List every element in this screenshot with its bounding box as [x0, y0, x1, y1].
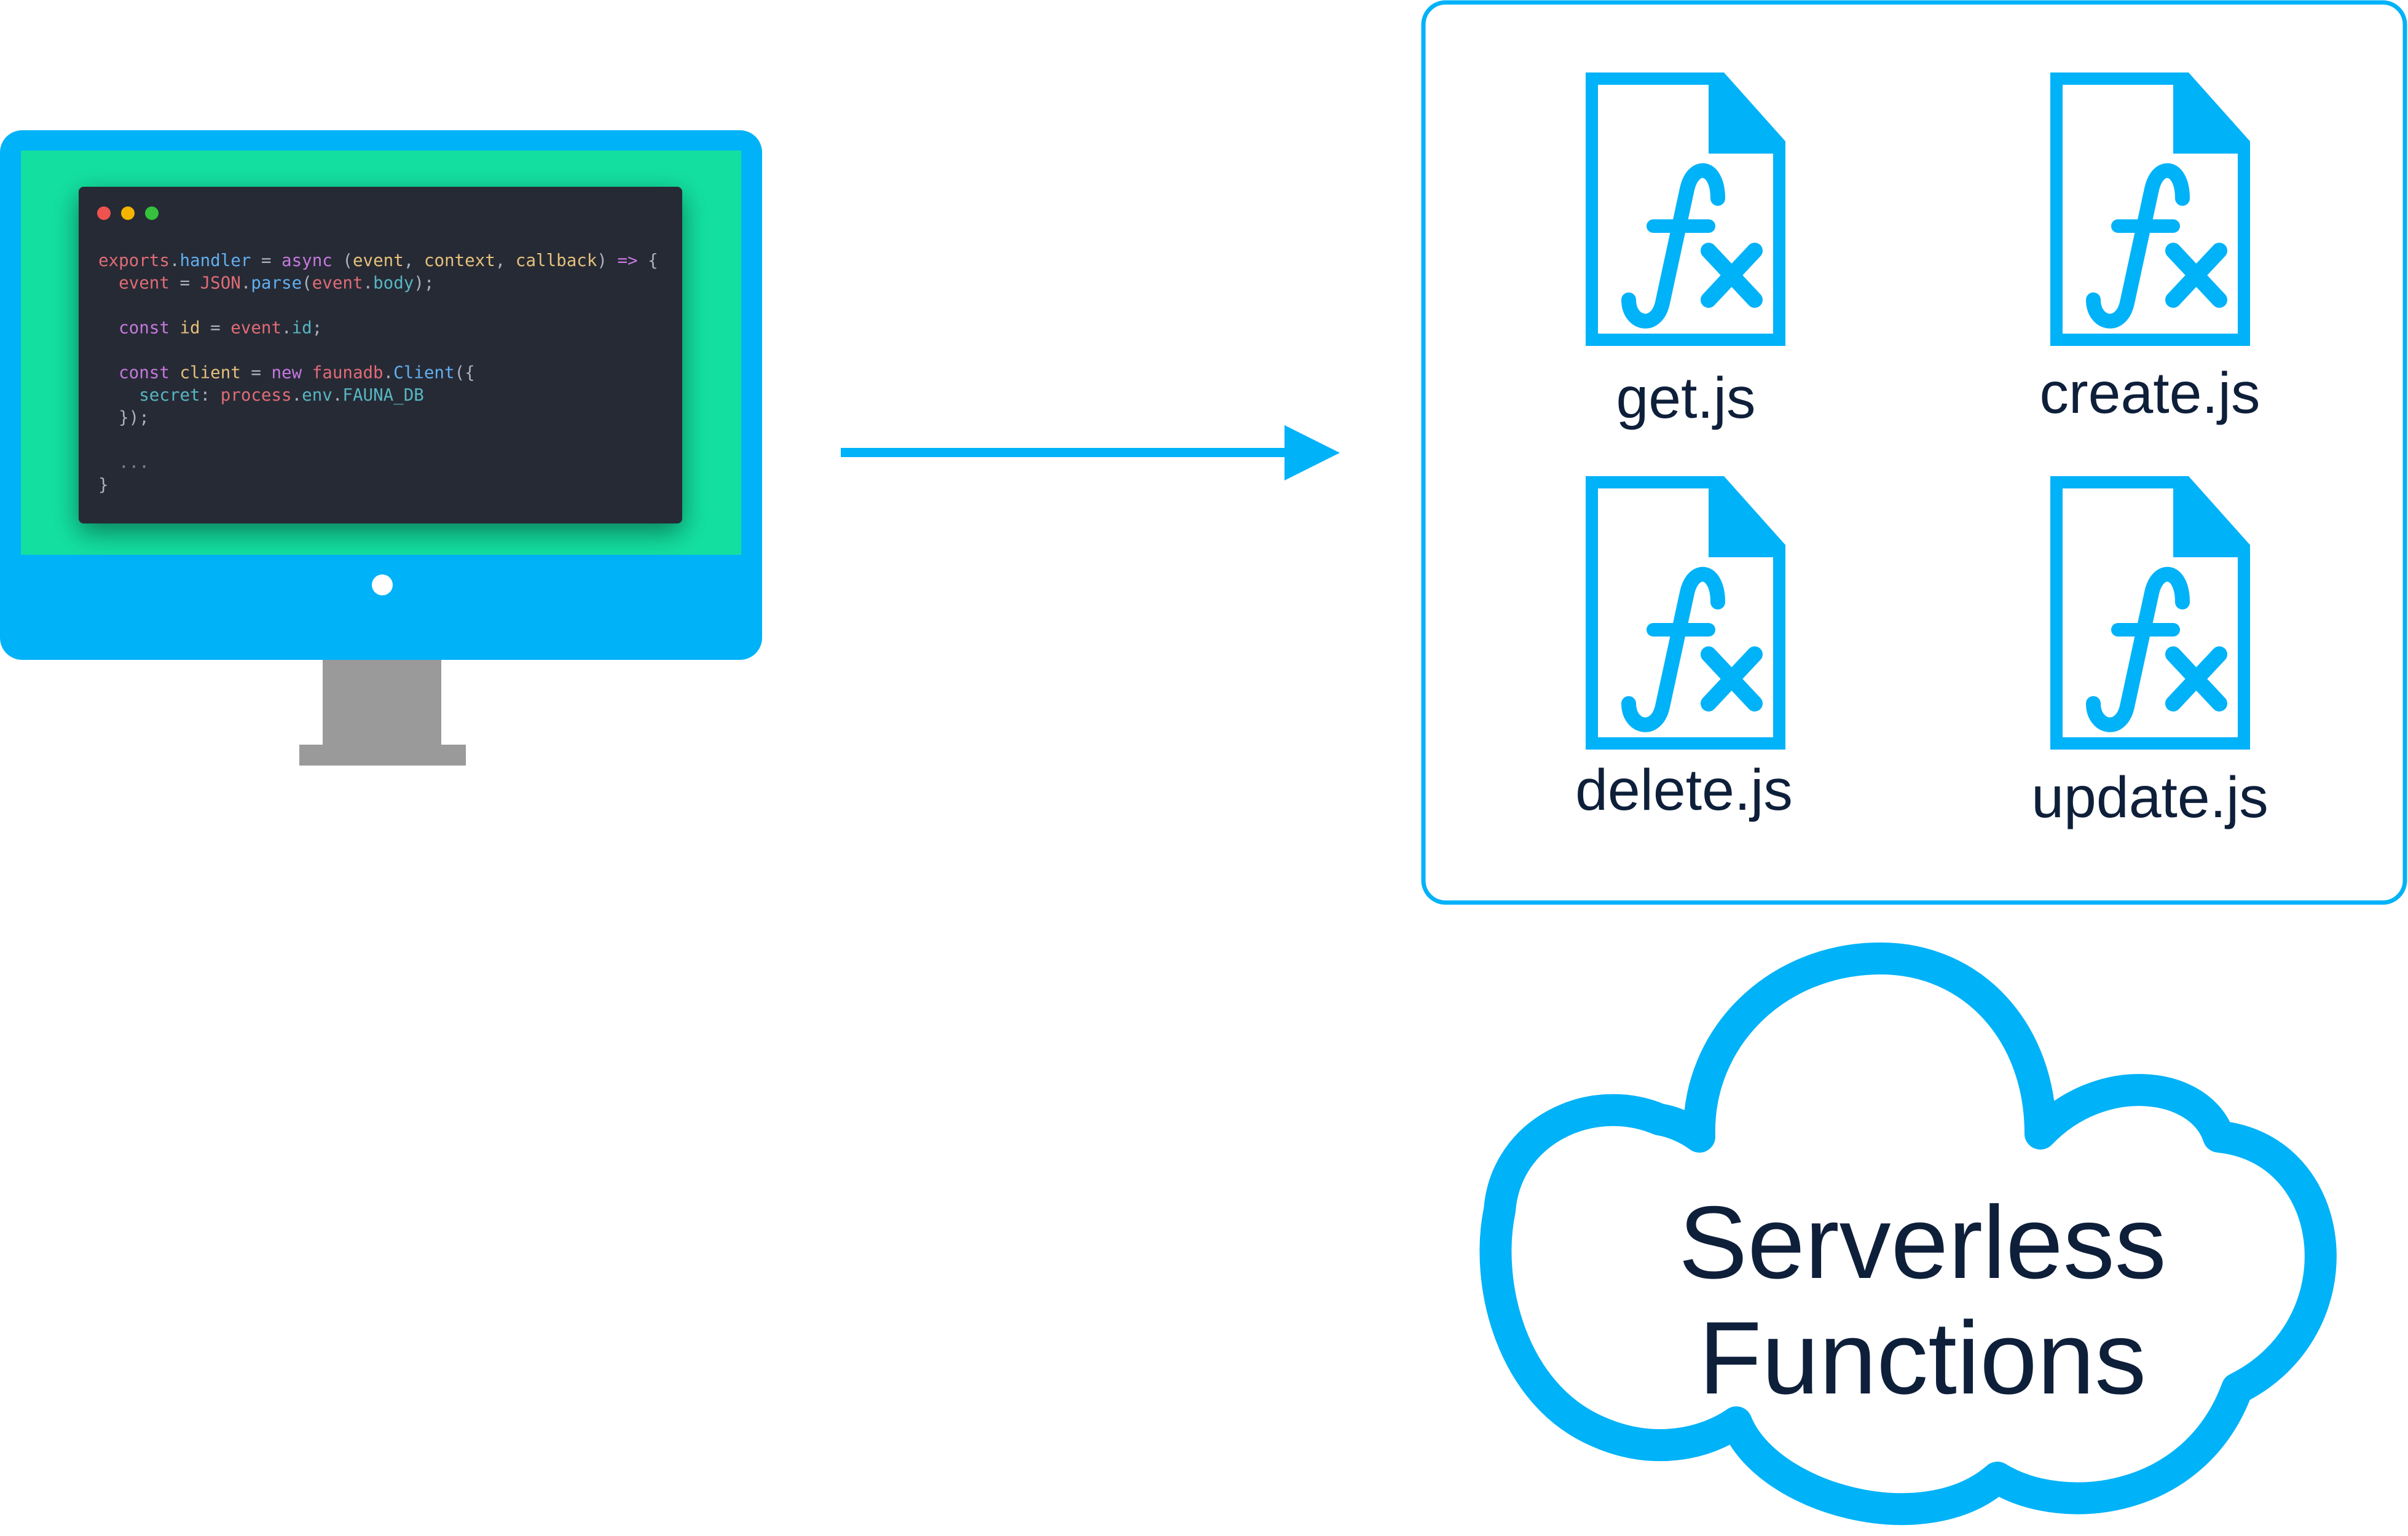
- function-file-2: [2050, 72, 2250, 346]
- code-editor-background: [79, 187, 682, 523]
- code-token: =>: [618, 251, 638, 270]
- code-token: =: [170, 273, 200, 293]
- code-token: id: [170, 318, 200, 338]
- code-token: .: [332, 385, 343, 405]
- code-token: .: [281, 318, 292, 338]
- function-fx-icon: [2086, 163, 2227, 329]
- monitor-illustration: exports.handler = async (event, context,…: [0, 130, 762, 766]
- code-token: event: [312, 273, 363, 293]
- code-token: =: [200, 318, 231, 338]
- code-token: .: [241, 273, 251, 293]
- file-label: update.js: [2031, 765, 2268, 830]
- code-editor-window: [79, 187, 682, 523]
- code-token: client: [170, 363, 241, 383]
- code-token: Client: [393, 363, 454, 383]
- editor-dot-yellow: [121, 206, 135, 220]
- code-token: .: [363, 273, 374, 293]
- code-token: exports: [98, 251, 170, 270]
- cloud-title-line1: Serverless: [1678, 1185, 2166, 1300]
- editor-dot-green: [145, 206, 159, 220]
- flow-arrow: [841, 425, 1340, 480]
- functions-container: [1421, 0, 2407, 905]
- code-token: JSON: [200, 273, 241, 293]
- function-fx-icon: [2086, 566, 2227, 732]
- code-token: parse: [251, 273, 302, 293]
- file-label: delete.js: [1575, 758, 1793, 823]
- code-token: ): [597, 251, 617, 270]
- code-token: );: [414, 273, 434, 293]
- cloud-shape: Serverless Functions: [1479, 942, 2337, 1526]
- code-token: ,: [495, 251, 516, 270]
- code-token: event: [98, 273, 170, 293]
- code-token: event: [353, 251, 404, 270]
- function-files: get.js create.js delete.js update.js: [1575, 72, 2268, 830]
- code-token: :: [200, 385, 221, 405]
- code-token: const: [98, 363, 170, 383]
- code-token: .: [292, 385, 302, 405]
- code-token: {: [638, 251, 658, 270]
- code-token: (: [302, 273, 312, 293]
- code-token: process: [221, 385, 292, 405]
- monitor-power-button: [372, 574, 393, 595]
- arrow-shaft: [841, 448, 1289, 457]
- file-label: create.js: [2039, 361, 2260, 426]
- code-token: .: [170, 251, 180, 270]
- code-token: id: [292, 318, 312, 338]
- function-file-1: [1586, 72, 1785, 346]
- function-file-3: [1586, 476, 1785, 750]
- code-token: =: [251, 251, 281, 270]
- code-token: env: [302, 385, 332, 405]
- code-token: new: [271, 363, 302, 383]
- code-token: handler: [179, 251, 251, 270]
- arrow-head: [1285, 425, 1340, 480]
- code-token: .: [384, 363, 394, 383]
- code-token: });: [98, 408, 149, 428]
- code-token: callback: [516, 251, 597, 270]
- cloud-title-line2: Functions: [1699, 1300, 2146, 1416]
- monitor-stand: [299, 657, 466, 766]
- cloud-outline: [1479, 942, 2337, 1526]
- code-snippet: exports.handler = async (event, context,…: [98, 251, 658, 495]
- function-fx-icon: [1621, 163, 1763, 329]
- code-token: FAUNA_DB: [342, 385, 423, 406]
- code-token: }: [98, 475, 109, 495]
- function-file-4: [2050, 476, 2250, 750]
- file-label: get.js: [1616, 366, 1755, 431]
- code-token: ;: [312, 318, 323, 338]
- code-token: (: [332, 251, 353, 270]
- code-token: ({: [455, 363, 475, 383]
- code-token: secret: [98, 385, 200, 405]
- editor-dot-red: [97, 206, 111, 220]
- code-token: context: [424, 251, 495, 270]
- code-token: event: [230, 318, 281, 338]
- code-token: =: [241, 363, 272, 383]
- code-token: ...: [98, 453, 149, 472]
- code-token: faunadb: [302, 363, 383, 383]
- code-token: const: [98, 318, 170, 338]
- code-token: body: [373, 273, 414, 293]
- code-token: ,: [404, 251, 424, 270]
- code-token: async: [281, 251, 332, 270]
- function-fx-icon: [1621, 566, 1763, 732]
